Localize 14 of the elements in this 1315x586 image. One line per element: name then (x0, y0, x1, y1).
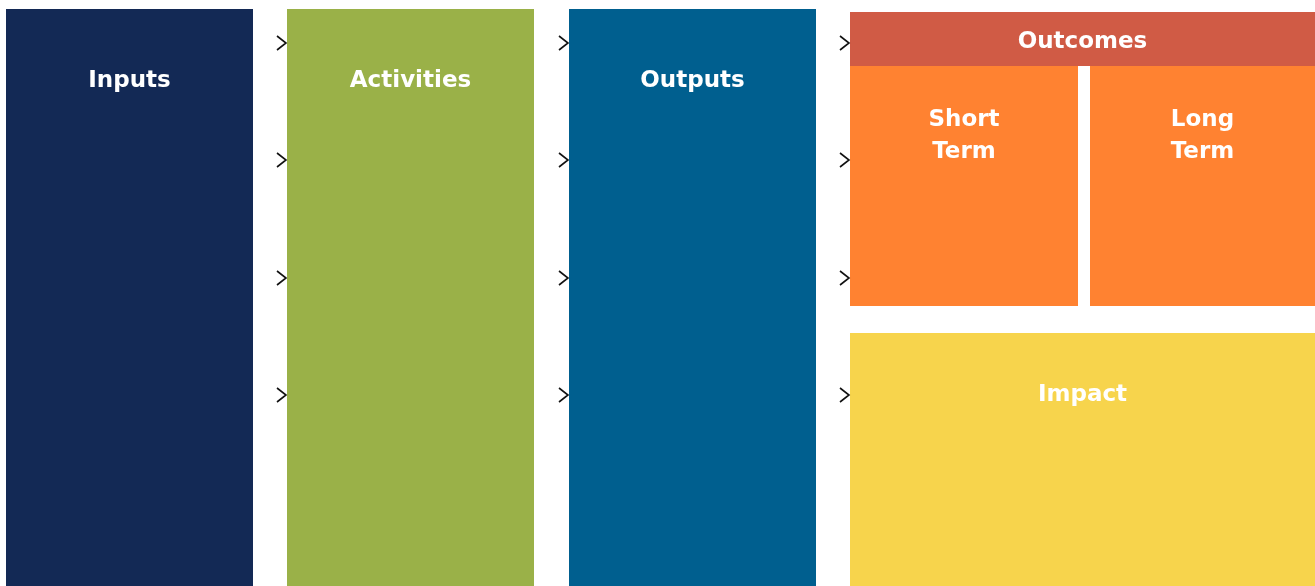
column-heading: Short Term (927, 104, 1001, 165)
column-heading: Impact (1036, 379, 1129, 408)
column-heading: Activities (348, 65, 473, 94)
short-term-box (850, 66, 1078, 306)
activities-column (287, 9, 534, 586)
column-heading: Outputs (639, 65, 746, 94)
impact-box (850, 333, 1315, 586)
inputs-column (6, 9, 253, 586)
column-heading: Outcomes (1016, 26, 1149, 55)
long-term-box (1090, 66, 1315, 306)
outcomes-header (850, 12, 1315, 66)
outputs-column (569, 9, 816, 586)
column-heading: Long Term (1169, 104, 1236, 165)
column-heading: Inputs (87, 65, 172, 94)
